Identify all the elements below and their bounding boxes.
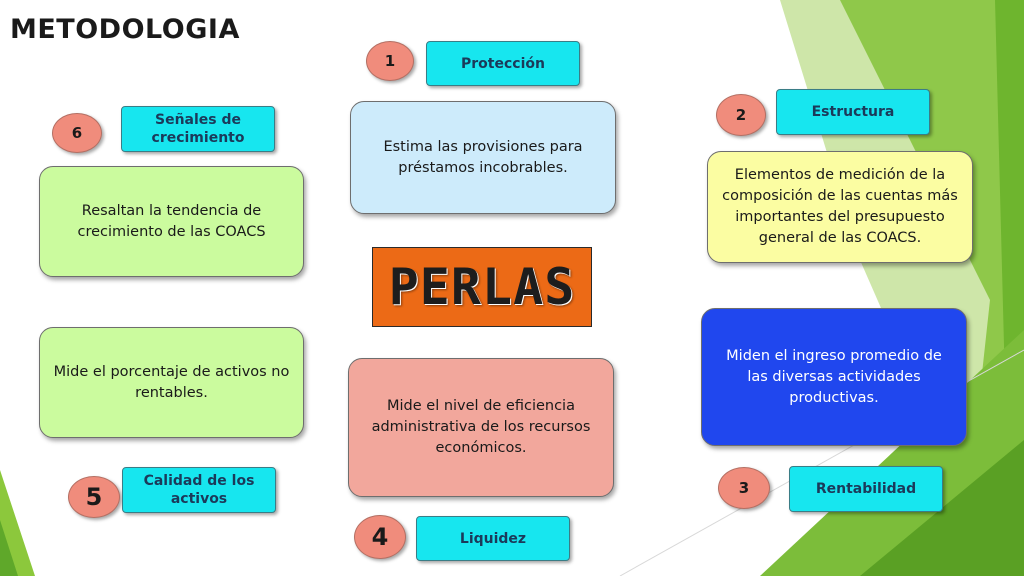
- description-estructura: Elementos de medición de la composición …: [707, 151, 973, 263]
- description-senales-crecimiento: Resaltan la tendencia de crecimiento de …: [39, 166, 304, 277]
- description-rentabilidad: Miden el ingreso promedio de las diversa…: [701, 308, 967, 446]
- page-title: METODOLOGIA: [10, 14, 240, 45]
- number-circle-2: 2: [716, 94, 766, 136]
- number-circle-4: 4: [354, 515, 406, 559]
- description-calidad-activos: Mide el porcentaje de activos no rentabl…: [39, 327, 304, 438]
- tag-calidad-activos: Calidad de los activos: [122, 467, 276, 513]
- description-proteccion: Estima las provisiones para préstamos in…: [350, 101, 616, 214]
- tag-proteccion: Protección: [426, 41, 580, 86]
- perlas-center-label: PERLAS: [372, 247, 592, 327]
- number-circle-3: 3: [718, 467, 770, 509]
- tag-estructura: Estructura: [776, 89, 930, 135]
- tag-liquidez: Liquidez: [416, 516, 570, 561]
- number-circle-6: 6: [52, 113, 102, 153]
- tag-rentabilidad: Rentabilidad: [789, 466, 943, 512]
- number-circle-5: 5: [68, 476, 120, 518]
- tag-senales-crecimiento: Señales de crecimiento: [121, 106, 275, 152]
- description-liquidez: Mide el nivel de eficiencia administrati…: [348, 358, 614, 497]
- number-circle-1: 1: [366, 41, 414, 81]
